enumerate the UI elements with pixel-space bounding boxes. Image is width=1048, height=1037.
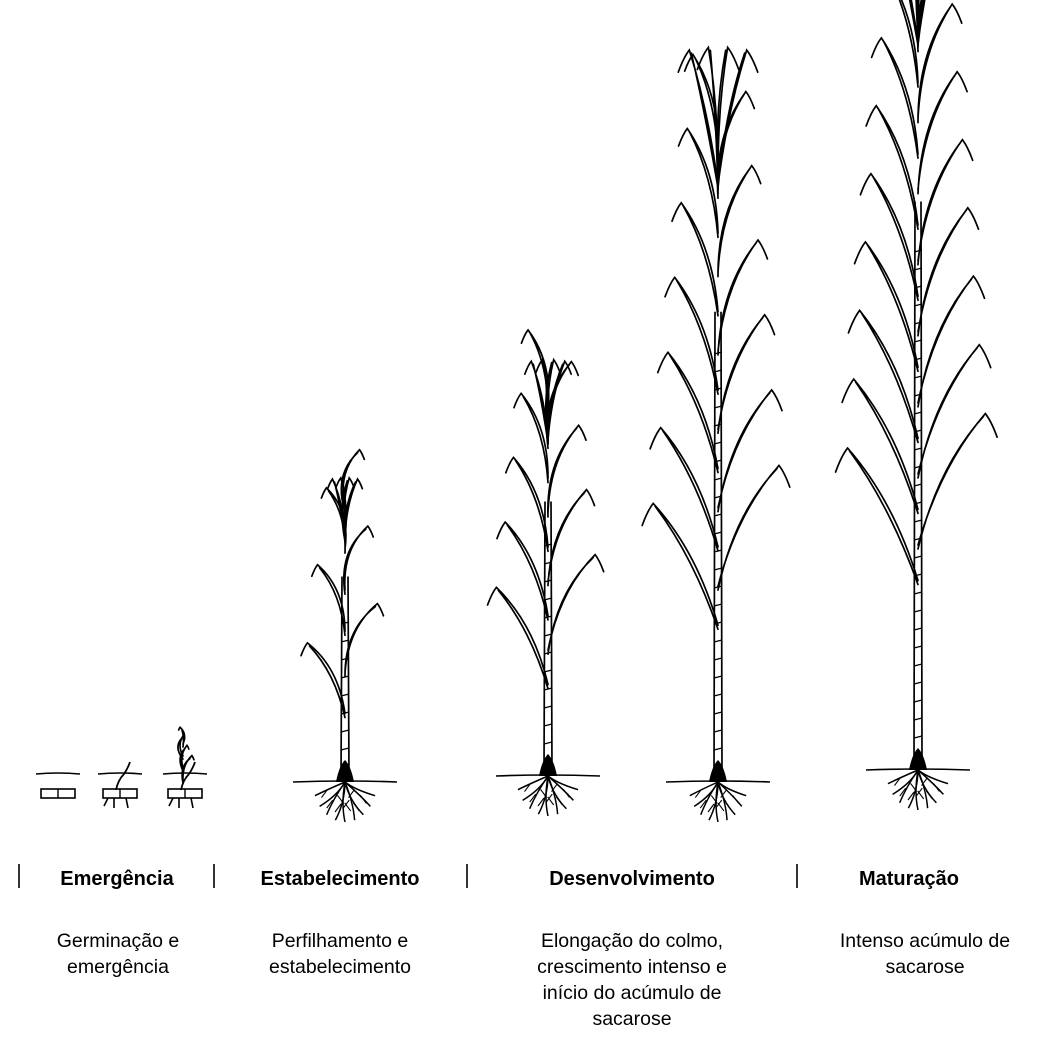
stage-description-emergence: Germinação e emergência [28,928,208,980]
stalk-node [714,640,722,642]
stalk-node [714,712,722,714]
stage-description-establishment: Perfilhamento e estabelecimento [232,928,448,980]
plant-base [539,754,557,776]
separator-line [18,864,20,888]
leaf [548,555,604,655]
root-hair [360,795,366,803]
root-hair [733,795,739,803]
stalk-node [914,700,922,702]
stalk-node [914,664,922,666]
leaf [718,315,775,433]
leaf [872,38,918,158]
root [327,782,345,815]
leaf [548,425,586,517]
leaf [650,428,718,551]
stage-description-development: Elongação do colmo, crescimento intenso … [496,928,768,1032]
root [546,776,548,816]
description-line: sacarose [496,1006,768,1032]
stalk-node [714,748,722,750]
leaf [918,4,962,123]
soil-line [36,773,80,774]
leaf [718,465,790,590]
stage-title-emergence: Emergência [38,868,196,891]
leaf [301,643,345,718]
description-line: Elongação do colmo, [496,928,768,954]
stalk-node [714,694,722,696]
description-line: sacarose [808,954,1042,980]
stalk-node [914,646,922,648]
root [716,782,718,822]
description-line: Intenso acúmulo de [808,928,1042,954]
root [916,770,918,810]
separator-line [466,864,468,888]
description-line: início do acúmulo de [496,980,768,1006]
stage-title-development: Desenvolvimento [508,868,756,891]
root [530,776,548,809]
leaf [718,166,761,277]
stalk-node [341,730,349,732]
stalk-node [714,658,722,660]
leaf [658,352,718,472]
stalk-node [544,706,552,708]
root [169,798,193,808]
stalk-node [544,724,552,726]
stage-title-maturation: Maturação [820,868,998,891]
separator-line [796,864,798,888]
plant-emergence-group [36,727,207,808]
root [900,770,918,803]
stalk-node [914,736,922,738]
shoot [116,762,130,790]
stalk-node [914,718,922,720]
stalk-node [914,628,922,630]
stage-title-establishment: Estabelecimento [232,868,448,891]
root [343,782,345,822]
description-line: estabelecimento [232,954,448,980]
stalk-node [914,682,922,684]
plant-maturation [836,0,998,810]
root-hair [343,800,349,808]
root-hair [546,794,552,802]
root [104,798,128,808]
root-hair [563,789,569,797]
soil-line [163,773,207,774]
leaf [672,203,718,316]
plant-establishment [293,450,397,822]
leaf [685,55,718,159]
description-line: Germinação e [28,928,208,954]
stalk-node [544,742,552,744]
plant-development-early [488,330,604,816]
root-hair [933,783,939,791]
plant-base [336,760,354,782]
stalk-node [714,730,722,732]
plant-base [909,748,927,770]
description-line: emergência [28,954,208,980]
leaf [718,240,767,355]
sugarcane-growth-illustration [0,0,1048,830]
separator-line [213,864,215,888]
soil-line [98,773,142,774]
leaf [548,490,595,586]
plant-base [709,760,727,782]
stalk-node [341,748,349,750]
leaf [488,587,548,688]
leaf [497,522,548,620]
leaf [506,457,548,551]
leaf [665,277,718,394]
stalk-node [914,592,922,594]
root-hair [916,788,922,796]
description-line: crescimento intenso e [496,954,768,980]
leaf [718,390,782,512]
description-line: Perfilhamento e [232,928,448,954]
stalk-node [714,676,722,678]
leaf [345,604,383,677]
plant-development-late [642,47,790,822]
leaf [642,503,718,629]
stalk-node [914,610,922,612]
leaf [312,565,345,636]
stage-description-maturation: Intenso acúmulo de sacarose [808,928,1042,980]
